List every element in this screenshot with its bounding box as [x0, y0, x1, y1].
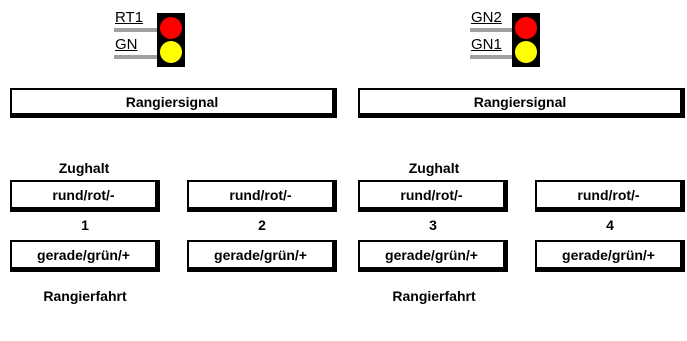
panel-1-top-caption: Zughalt [58, 160, 110, 176]
panel-1-col-1-top-label: rund/rot/- [52, 186, 115, 203]
panel-1-col-2-top-label: rund/rot/- [229, 186, 292, 203]
panel-2-top-caption: Zughalt [408, 160, 460, 176]
signal-2-head [512, 13, 540, 67]
panel-1-col-2-top-box: rund/rot/- [187, 180, 337, 212]
panel-2-col-2-bottom-box: gerade/grün/+ [535, 240, 685, 272]
panel-1-col-2-bottom-label: gerade/grün/+ [214, 246, 307, 263]
panel-2-title: Rangiersignal [473, 93, 567, 110]
panel-2-col-2-bottom-label: gerade/grün/+ [562, 246, 655, 263]
signal-2-bottom-lead [470, 55, 512, 59]
signal-1-bottom-lead [114, 55, 157, 59]
signal-1-top-lead [114, 28, 157, 32]
panel-2-col-2-top-label: rund/rot/- [577, 186, 640, 203]
panel-1-col-1-bottom-label: gerade/grün/+ [37, 246, 130, 263]
panel-2-col-2-top-box: rund/rot/- [535, 180, 685, 212]
panel-1-title-box: Rangiersignal [10, 88, 337, 118]
panel-1-col-1-number: 1 [81, 217, 89, 233]
panel-1-title: Rangiersignal [125, 93, 219, 110]
panel-2-col-1-number: 3 [429, 217, 437, 233]
signal-1-red-lamp [160, 17, 182, 39]
signal-2-top-label: GN2 [471, 9, 502, 26]
panel-2-col-1-bottom-label: gerade/grün/+ [385, 246, 478, 263]
signal-2-red-lamp [515, 17, 537, 39]
panel-1-col-1-top-box: rund/rot/- [10, 180, 160, 212]
panel-2-bottom-caption: Rangierfahrt [392, 288, 476, 304]
panel-1-col-2-bottom-box: gerade/grün/+ [187, 240, 337, 272]
signal-1-head [157, 13, 185, 67]
panel-2-col-1-bottom-box: gerade/grün/+ [358, 240, 508, 272]
panel-1-col-1-bottom-box: gerade/grün/+ [10, 240, 160, 272]
signal-2-top-lead [470, 28, 512, 32]
signal-1-top-label: RT1 [115, 9, 144, 26]
panel-1-col-2-number: 2 [258, 217, 266, 233]
signal-2-yellow-lamp [515, 41, 537, 63]
signal-2-bottom-label: GN1 [471, 36, 502, 53]
signal-1-yellow-lamp [160, 41, 182, 63]
panel-2-col-1-top-label: rund/rot/- [400, 186, 463, 203]
signal-1-bottom-label: GN [115, 36, 138, 53]
panel-2-title-box: Rangiersignal [358, 88, 685, 118]
panel-1-bottom-caption: Rangierfahrt [43, 288, 127, 304]
panel-2-col-1-top-box: rund/rot/- [358, 180, 508, 212]
panel-2-col-2-number: 4 [606, 217, 614, 233]
